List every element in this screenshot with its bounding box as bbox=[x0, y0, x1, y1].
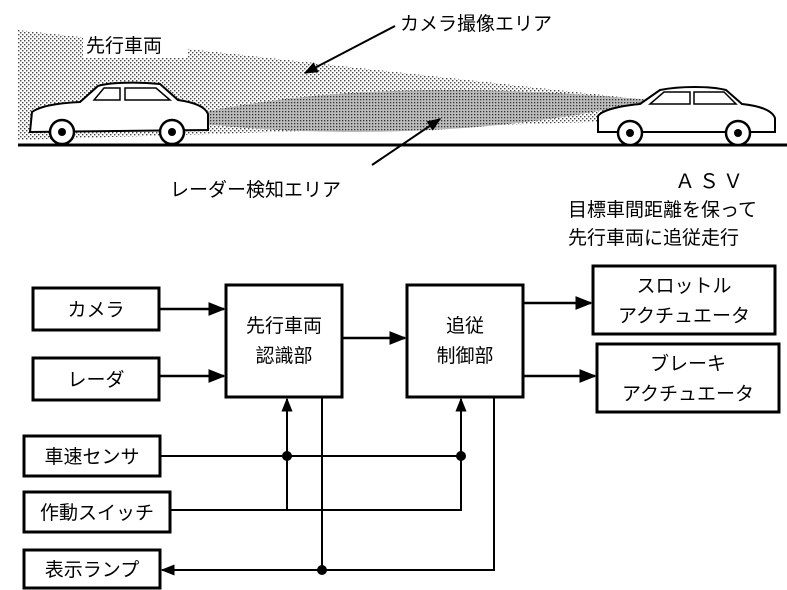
asv-description-line1: 目標車間距離を保って bbox=[568, 199, 757, 221]
radar-area-label: レーダー検知エリア bbox=[170, 179, 341, 201]
brake-label-line1: ブレーキ bbox=[650, 352, 726, 375]
tracking-control-box bbox=[405, 283, 525, 399]
throttle-actuator-box bbox=[591, 264, 777, 336]
asv-label: ＡＳＶ bbox=[675, 169, 747, 193]
asv-car bbox=[597, 86, 776, 147]
lamp-box bbox=[22, 548, 162, 590]
radar-area-pointer bbox=[371, 118, 442, 166]
junction-dot bbox=[456, 451, 466, 461]
tracking-label-line2: 制御部 bbox=[436, 345, 493, 367]
switch-box bbox=[22, 490, 172, 534]
block-diagram bbox=[22, 264, 781, 590]
brake-actuator-box bbox=[595, 342, 781, 414]
lamp-label: 表示ランプ bbox=[45, 559, 139, 581]
throttle-label-line1: スロットル bbox=[636, 275, 731, 297]
speed-sensor-label: 車速センサ bbox=[44, 446, 139, 468]
radar-box bbox=[31, 356, 161, 402]
recognition-box bbox=[224, 283, 344, 399]
switch-label: 作動スイッチ bbox=[40, 502, 154, 524]
radar-area-region bbox=[170, 90, 650, 132]
brake-label-line2: アクチュエータ bbox=[622, 383, 754, 405]
radar-box-label: レーダ bbox=[67, 369, 124, 391]
block-labels: カメラ レーダ 先行車両 認識部 追従 制御部 スロットル アクチュエータ ブレ… bbox=[40, 275, 754, 581]
recognition-label-line2: 認識部 bbox=[255, 345, 312, 367]
camera-box bbox=[31, 286, 161, 332]
speed-sensor-box bbox=[22, 434, 162, 478]
lamp-bus bbox=[160, 397, 495, 576]
throttle-label-line2: アクチュエータ bbox=[618, 305, 750, 327]
asv-description-line2: 先行車両に追従走行 bbox=[568, 227, 739, 249]
junction-dot bbox=[317, 565, 327, 575]
camera-area-label: カメラ撮像エリア bbox=[400, 13, 552, 35]
recognition-label-line1: 先行車両 bbox=[246, 315, 322, 337]
camera-area-pointer bbox=[303, 25, 396, 74]
leading-vehicle-car bbox=[28, 81, 209, 146]
tracking-label-line1: 追従 bbox=[446, 315, 484, 337]
leading-vehicle-label: 先行車両 bbox=[86, 35, 162, 57]
switch-bus bbox=[170, 397, 467, 511]
junction-dot bbox=[282, 451, 292, 461]
camera-box-label: カメラ bbox=[67, 299, 124, 321]
scene: 先行車両 カメラ撮像エリア レーダー検知エリア ＡＳＶ 目標車間距離を保って 先… bbox=[18, 13, 787, 249]
